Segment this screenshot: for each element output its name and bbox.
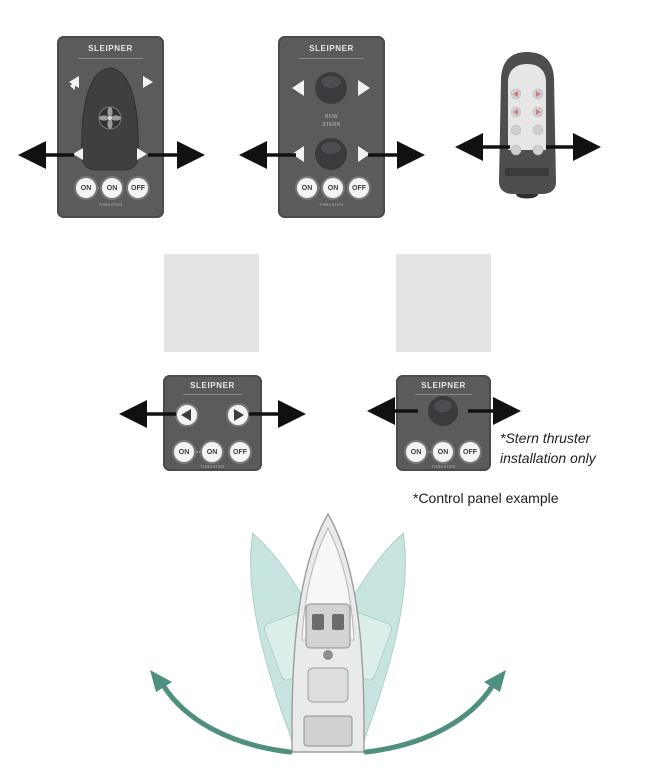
twin-lever-control-panel: SLEIPNER BOW STERN ON ON OFF THRUSTER <box>278 36 385 218</box>
on-button-1[interactable]: ON <box>297 178 317 198</box>
single-lever-control-panel: SLEIPNER ON ON OFF THRUSTER <box>396 375 491 471</box>
joystick-control-panel: SLEIPNER ON ON OFF THRUSTER <box>57 36 164 218</box>
divider <box>299 58 364 59</box>
panel-brand-label: SLEIPNER <box>309 44 354 53</box>
image-placeholder-right <box>396 254 491 352</box>
button-control-panel: SLEIPNER ON ON OFF THRUSTER <box>163 375 262 471</box>
on-button-1[interactable]: ON <box>76 178 96 198</box>
bow-label: BOW <box>325 114 338 120</box>
divider <box>78 58 143 59</box>
off-button[interactable]: OFF <box>230 442 250 462</box>
on-button-1[interactable]: ON <box>406 442 426 462</box>
boat-main <box>291 512 365 753</box>
divider <box>182 394 243 395</box>
on-button-2[interactable]: ON <box>202 442 222 462</box>
panel-brand-label: SLEIPNER <box>421 381 466 390</box>
turn-left-arrow <box>160 682 293 755</box>
thruster-label: THRUSTER <box>98 202 123 207</box>
on-button-2[interactable]: ON <box>323 178 343 198</box>
on-button-2[interactable]: ON <box>433 442 453 462</box>
panel-brand-label: SLEIPNER <box>190 381 235 390</box>
stern-label: STERN <box>322 122 341 128</box>
on-button-1[interactable]: ON <box>174 442 194 462</box>
turn-right-arrow <box>363 682 496 755</box>
divider <box>415 394 472 395</box>
off-button[interactable]: OFF <box>128 178 148 198</box>
on-button-2[interactable]: ON <box>102 178 122 198</box>
off-button[interactable]: OFF <box>460 442 480 462</box>
twin-lever-graphic <box>292 72 370 189</box>
stern-thruster-note: *Stern thruster installation only <box>500 430 596 466</box>
off-button[interactable]: OFF <box>349 178 369 198</box>
panel-brand-label: SLEIPNER <box>88 44 133 53</box>
image-placeholder-left <box>164 254 259 352</box>
thruster-label: THRUSTER <box>200 464 225 469</box>
thruster-label: THRUSTER <box>431 464 456 469</box>
control-panel-example-note: *Control panel example <box>413 490 559 506</box>
thruster-label: THRUSTER <box>319 202 344 207</box>
